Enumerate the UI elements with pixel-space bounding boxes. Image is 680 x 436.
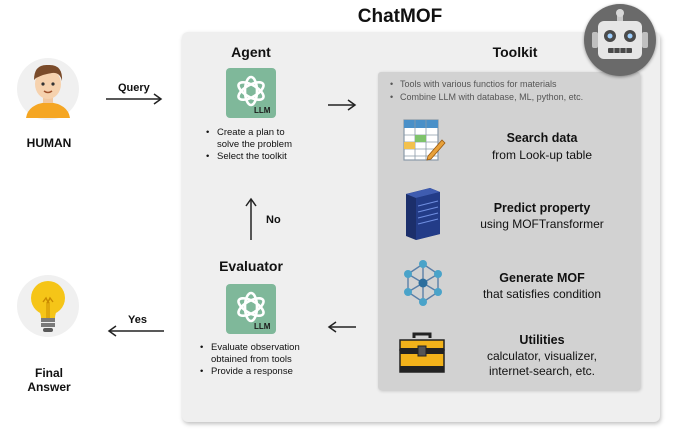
yes-arrow: [107, 325, 164, 337]
tool-utilities-sub1: calculator, visualizer,: [486, 349, 598, 363]
no-label: No: [266, 214, 281, 226]
query-label: Query: [118, 82, 150, 94]
network-icon: [398, 258, 448, 313]
diagram-title: ChatMOF: [357, 6, 443, 27]
evaluator-llm-label: LLM: [254, 322, 271, 331]
final-answer-label: Final Answer: [14, 366, 84, 394]
final-answer-line1: Final: [34, 366, 63, 380]
evaluator-bullet: Provide a response: [200, 366, 300, 378]
toolbox-icon: [396, 330, 448, 381]
evaluator-bullet: Evaluate observation: [200, 342, 300, 354]
lightbulb-icon: [17, 275, 79, 337]
tool-predict-sub: using MOFTransformer: [480, 217, 604, 231]
server-icon: [400, 184, 446, 245]
human-icon: [17, 58, 79, 120]
agent-llm-icon: LLM: [226, 68, 276, 118]
query-arrow: [106, 93, 163, 105]
tool-search-sub: from Look-up table: [491, 148, 593, 162]
no-arrow: [245, 197, 257, 240]
agent-llm-label: LLM: [254, 106, 271, 115]
tool-generate-title: Generate MOF: [499, 271, 585, 285]
tool-generate-sub: that satisfies condition: [482, 287, 602, 301]
tool-predict-title: Predict property: [493, 201, 591, 215]
toolkit-info: Tools with various functios for material…: [390, 78, 636, 104]
toolkit-info-item: Combine LLM with database, ML, python, e…: [390, 91, 636, 104]
evaluator-title: Evaluator: [219, 258, 283, 274]
tool-utilities-title: Utilities: [519, 333, 565, 347]
human-avatar: [16, 54, 80, 124]
tool-search-title: Search data: [506, 131, 578, 145]
agent-bullet: Select the toolkit: [206, 151, 292, 163]
agent-bullet: solve the problem: [217, 139, 292, 150]
toolkit-title: Toolkit: [492, 44, 538, 60]
toolkit-to-evaluator-arrow: [327, 321, 356, 333]
agent-to-toolkit-arrow: [328, 99, 357, 111]
final-answer-avatar: [16, 268, 80, 348]
final-answer-line2: Answer: [27, 380, 71, 394]
toolkit-info-item: Tools with various functios for material…: [390, 78, 636, 91]
evaluator-bullet: obtained from tools: [211, 354, 292, 365]
agent-bullets: Create a plan to solve the problem Selec…: [206, 127, 292, 163]
evaluator-llm-icon: LLM: [226, 284, 276, 334]
tool-utilities-sub2: internet-search, etc.: [488, 364, 596, 378]
robot-icon: [584, 4, 656, 76]
agent-bullet: Create a plan to: [206, 127, 292, 139]
agent-title: Agent: [231, 44, 271, 60]
yes-label: Yes: [128, 314, 147, 326]
human-label: HUMAN: [26, 136, 72, 150]
spreadsheet-icon: [400, 116, 446, 169]
evaluator-bullets: Evaluate observation obtained from tools…: [200, 342, 300, 378]
